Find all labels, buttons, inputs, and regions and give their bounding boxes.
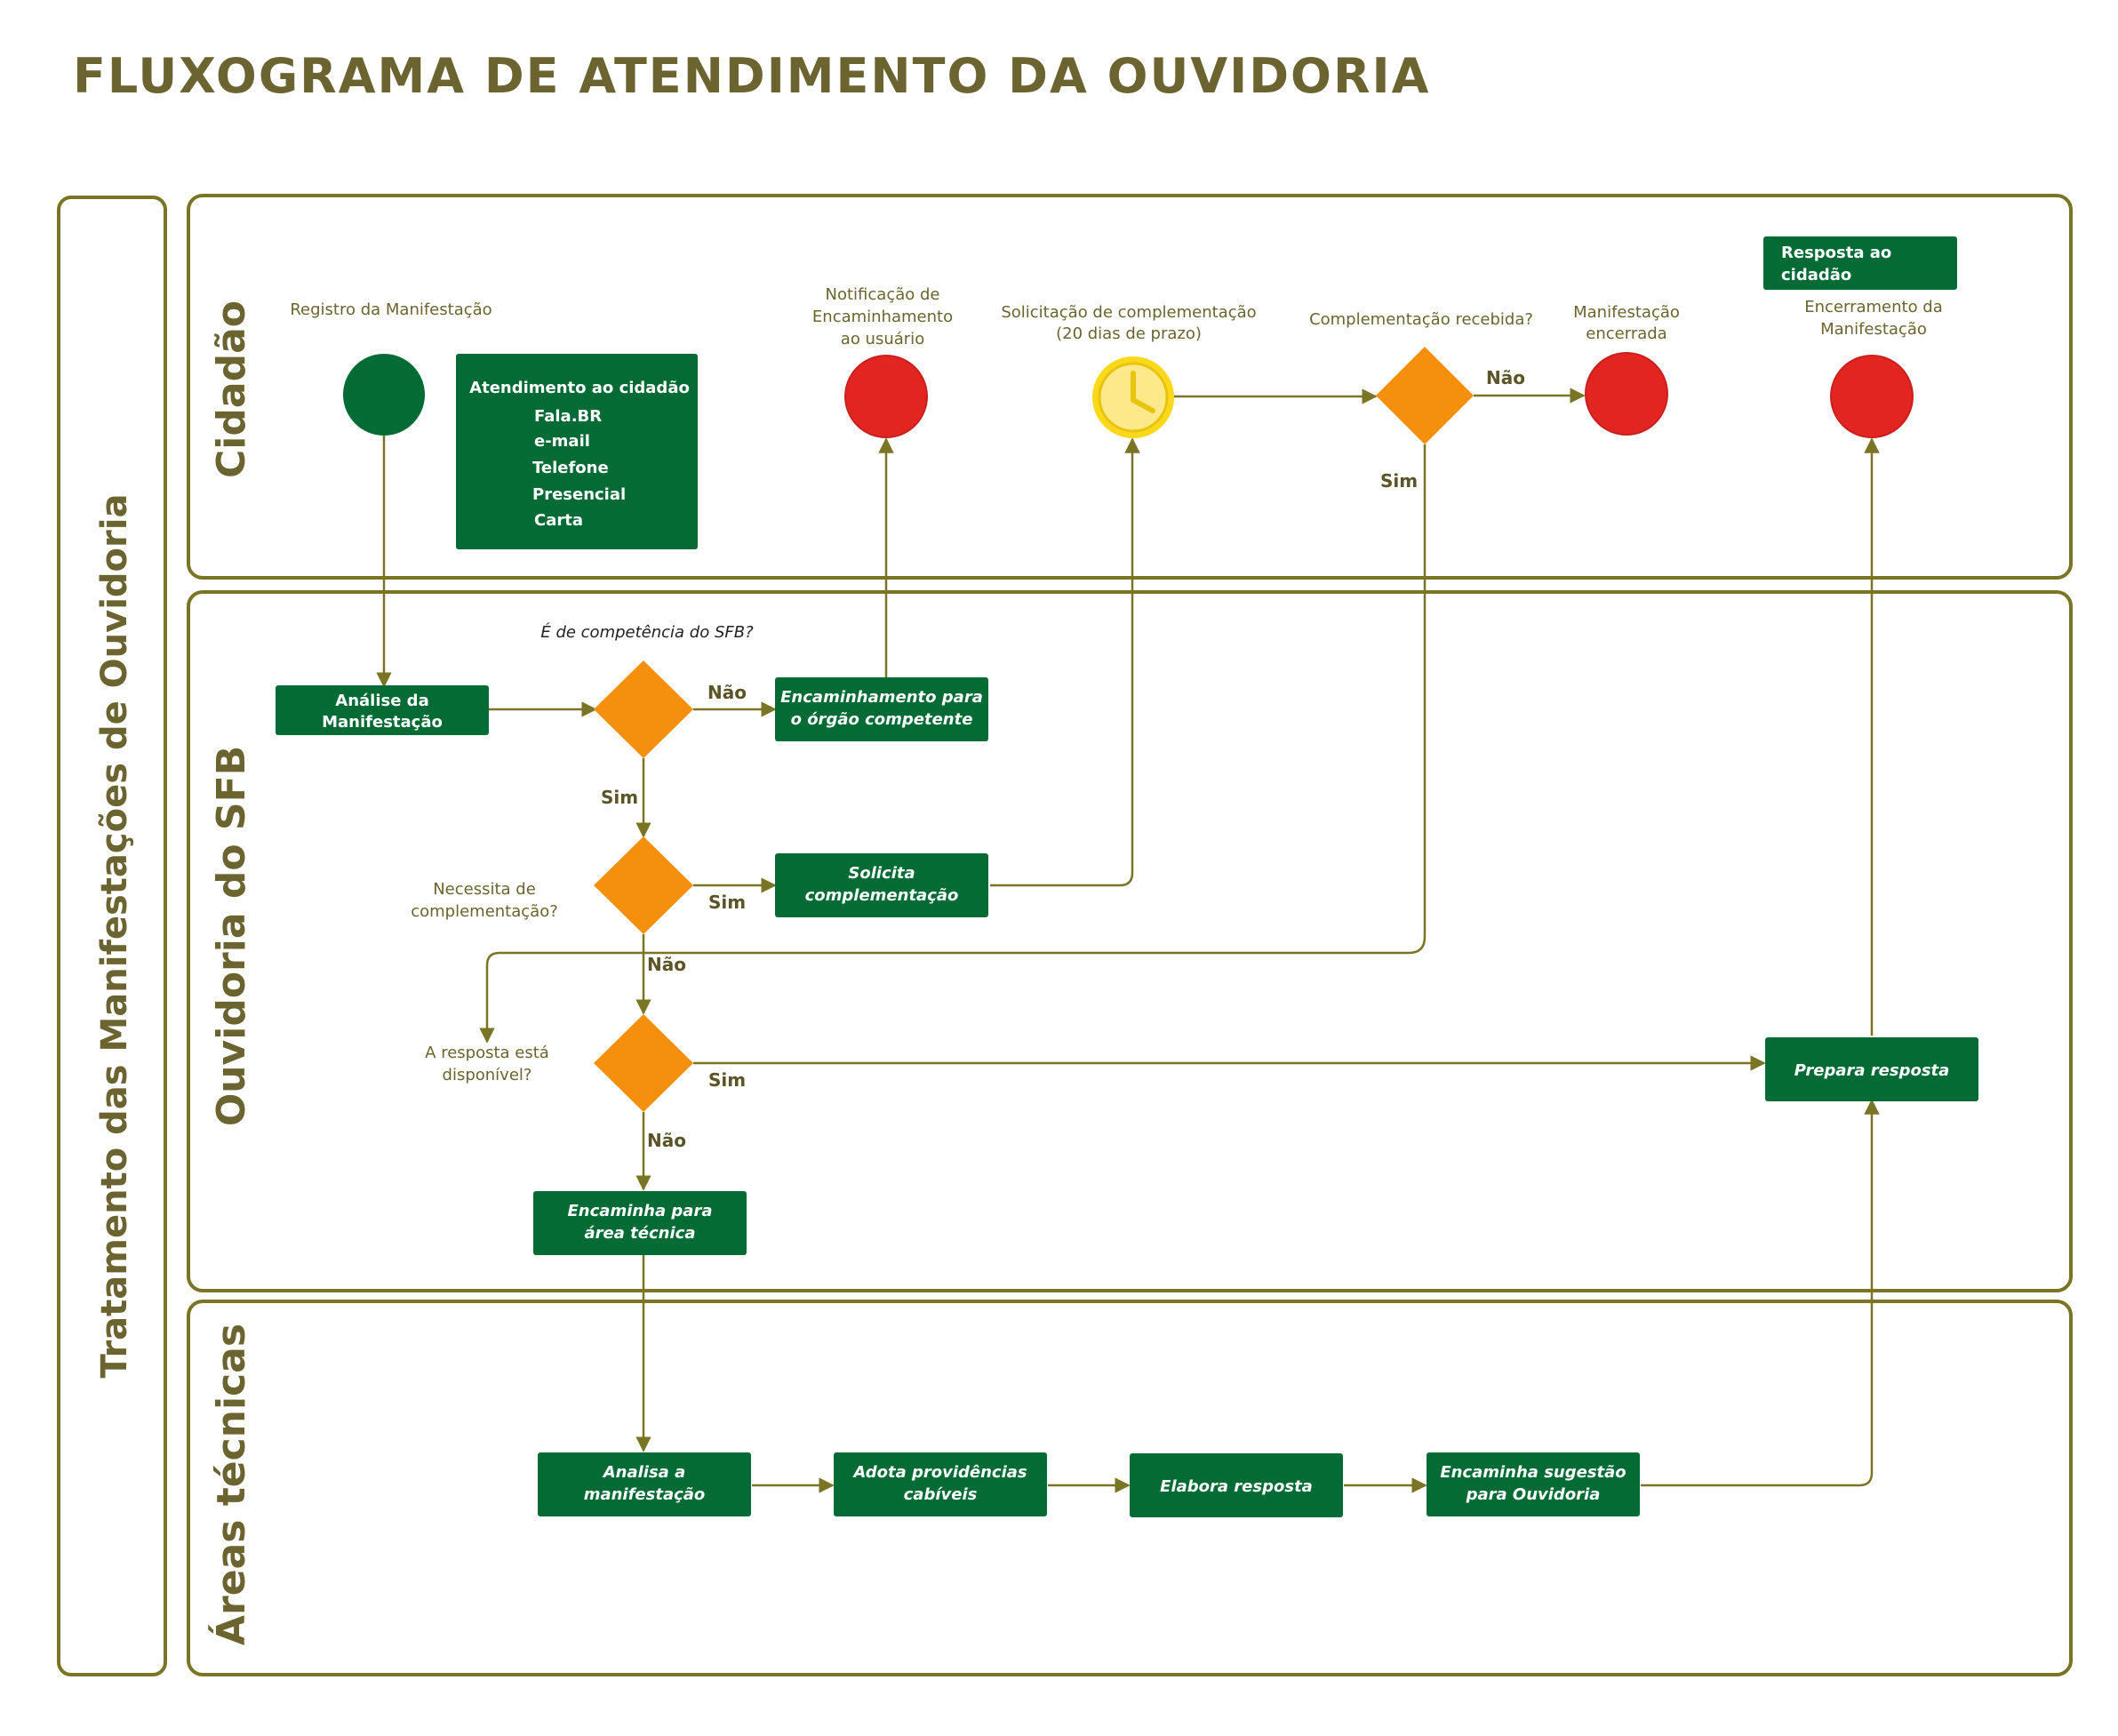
box-encaminhamento-line1: Encaminhamento para — [780, 688, 983, 707]
connector-solicita-prazo — [990, 437, 1140, 887]
box-elabora-label: Elabora resposta — [1160, 1477, 1313, 1496]
connector-complementacao-resposta — [479, 444, 1427, 1044]
box-sugestao-line1: Encaminha sugestão — [1440, 1463, 1626, 1482]
box-adota-line2: cabíveis — [904, 1485, 978, 1504]
clock-icon — [1092, 356, 1174, 438]
caption-encerrada-2: encerrada — [1586, 324, 1666, 343]
box-resposta-ao-cidadao — [1763, 236, 1957, 290]
start-event-circle — [343, 354, 425, 436]
box-sugestao-line2: para Ouvidoria — [1466, 1485, 1601, 1504]
box-resposta-line1: Resposta ao — [1781, 244, 1891, 262]
box-analisa-line1: Analisa a — [602, 1463, 686, 1482]
caption-disponivel-2: disponível? — [443, 1066, 532, 1084]
label-nao-disponivel: Não — [647, 1130, 686, 1151]
box-atendimento-cidadao — [456, 354, 698, 549]
box-solicita-complementacao — [775, 853, 988, 917]
box-analise-manifestacao — [276, 685, 489, 735]
caption-competencia: É de competência do SFB? — [540, 622, 754, 642]
box-analisa-line2: manifestação — [584, 1485, 706, 1504]
box-encaminha-area-line1: Encaminha para — [568, 1202, 713, 1220]
box-elabora-resposta — [1130, 1453, 1343, 1517]
caption-notificacao-3: ao usuário — [841, 330, 924, 348]
box-solicita-line1: Solicita — [848, 864, 915, 883]
caption-disponivel-1: A resposta está — [425, 1044, 549, 1062]
box-encaminhamento-orgao — [775, 677, 988, 741]
lane-label-cidadao: Cidadão — [209, 300, 254, 478]
box-encaminha-area-line2: área técnica — [585, 1224, 696, 1243]
box-prepara-resposta — [1765, 1037, 1978, 1101]
label-sim-complementacao: Sim — [1380, 470, 1418, 492]
caption-solicitacao-1: Solicitação de complementação — [1001, 303, 1256, 322]
lane-areas-tecnicas — [187, 1300, 2073, 1676]
label-nao-competencia: Não — [707, 682, 747, 703]
caption-necessita-1: Necessita de — [433, 880, 536, 899]
lane-cidadao — [187, 194, 2073, 580]
caption-necessita-2: complementação? — [411, 902, 558, 921]
decision-competencia — [594, 660, 693, 758]
channel-carta: Carta — [534, 511, 583, 530]
caption-notificacao-2: Encaminhamento — [812, 308, 953, 326]
label-nao-necessita: Não — [647, 954, 686, 975]
box-analise-line2: Manifestação — [322, 713, 443, 732]
channel-email: e-mail — [534, 432, 590, 451]
box-prepara-label: Prepara resposta — [1794, 1061, 1950, 1080]
caption-registro: Registro da Manifestação — [290, 300, 492, 319]
label-nao-complementacao: Não — [1486, 367, 1525, 388]
caption-notificacao-1: Notificação de — [826, 285, 940, 304]
channel-fala-br: Fala.BR — [534, 407, 602, 426]
channel-presencial: Presencial — [532, 485, 626, 504]
decision-complementacao-recebida — [1376, 347, 1474, 444]
caption-solicitacao-2: (20 dias de prazo) — [1056, 324, 1202, 343]
caption-encerrada-1: Manifestação — [1573, 303, 1680, 322]
lane-ouvidoria — [187, 590, 2073, 1292]
connector-sugestao-prepara — [1641, 1099, 1880, 1487]
label-sim-competencia: Sim — [601, 787, 638, 808]
side-panel-label: Tratamento das Manifestações de Ouvidori… — [94, 494, 135, 1379]
box-solicita-line2: complementação — [805, 886, 959, 905]
caption-encerramento-1: Encerramento da — [1804, 298, 1943, 316]
end-event-encerramento — [1830, 355, 1914, 438]
page-title: FLUXOGRAMA DE ATENDIMENTO DA OUVIDORIA — [73, 48, 1430, 104]
decision-disponivel — [594, 1014, 693, 1112]
label-sim-disponivel: Sim — [708, 1069, 746, 1091]
box-encaminhamento-line2: o órgão competente — [791, 710, 973, 729]
end-event-notificacao — [844, 355, 928, 438]
label-sim-necessita: Sim — [708, 892, 746, 913]
caption-encerramento-2: Manifestação — [1820, 320, 1927, 339]
end-event-encerrada — [1585, 352, 1668, 436]
decision-necessita — [594, 836, 693, 934]
box-analisa-manifestacao — [538, 1452, 751, 1516]
lane-label-areas: Áreas técnicas — [207, 1324, 254, 1645]
box-encaminha-area-tecnica — [533, 1191, 747, 1255]
box-resposta-line2: cidadão — [1781, 266, 1851, 284]
box-atendimento-heading: Atendimento ao cidadão — [469, 379, 690, 397]
box-encaminha-sugestao — [1427, 1452, 1640, 1516]
box-adota-providencias — [834, 1452, 1047, 1516]
side-panel — [57, 196, 167, 1676]
caption-complementacao-recebida: Complementação recebida? — [1309, 310, 1533, 329]
box-adota-line1: Adota providências — [851, 1463, 1027, 1482]
lane-label-ouvidoria: Ouvidoria do SFB — [209, 746, 254, 1126]
box-analise-line1: Análise da — [335, 692, 428, 710]
channel-telefone: Telefone — [532, 459, 609, 477]
